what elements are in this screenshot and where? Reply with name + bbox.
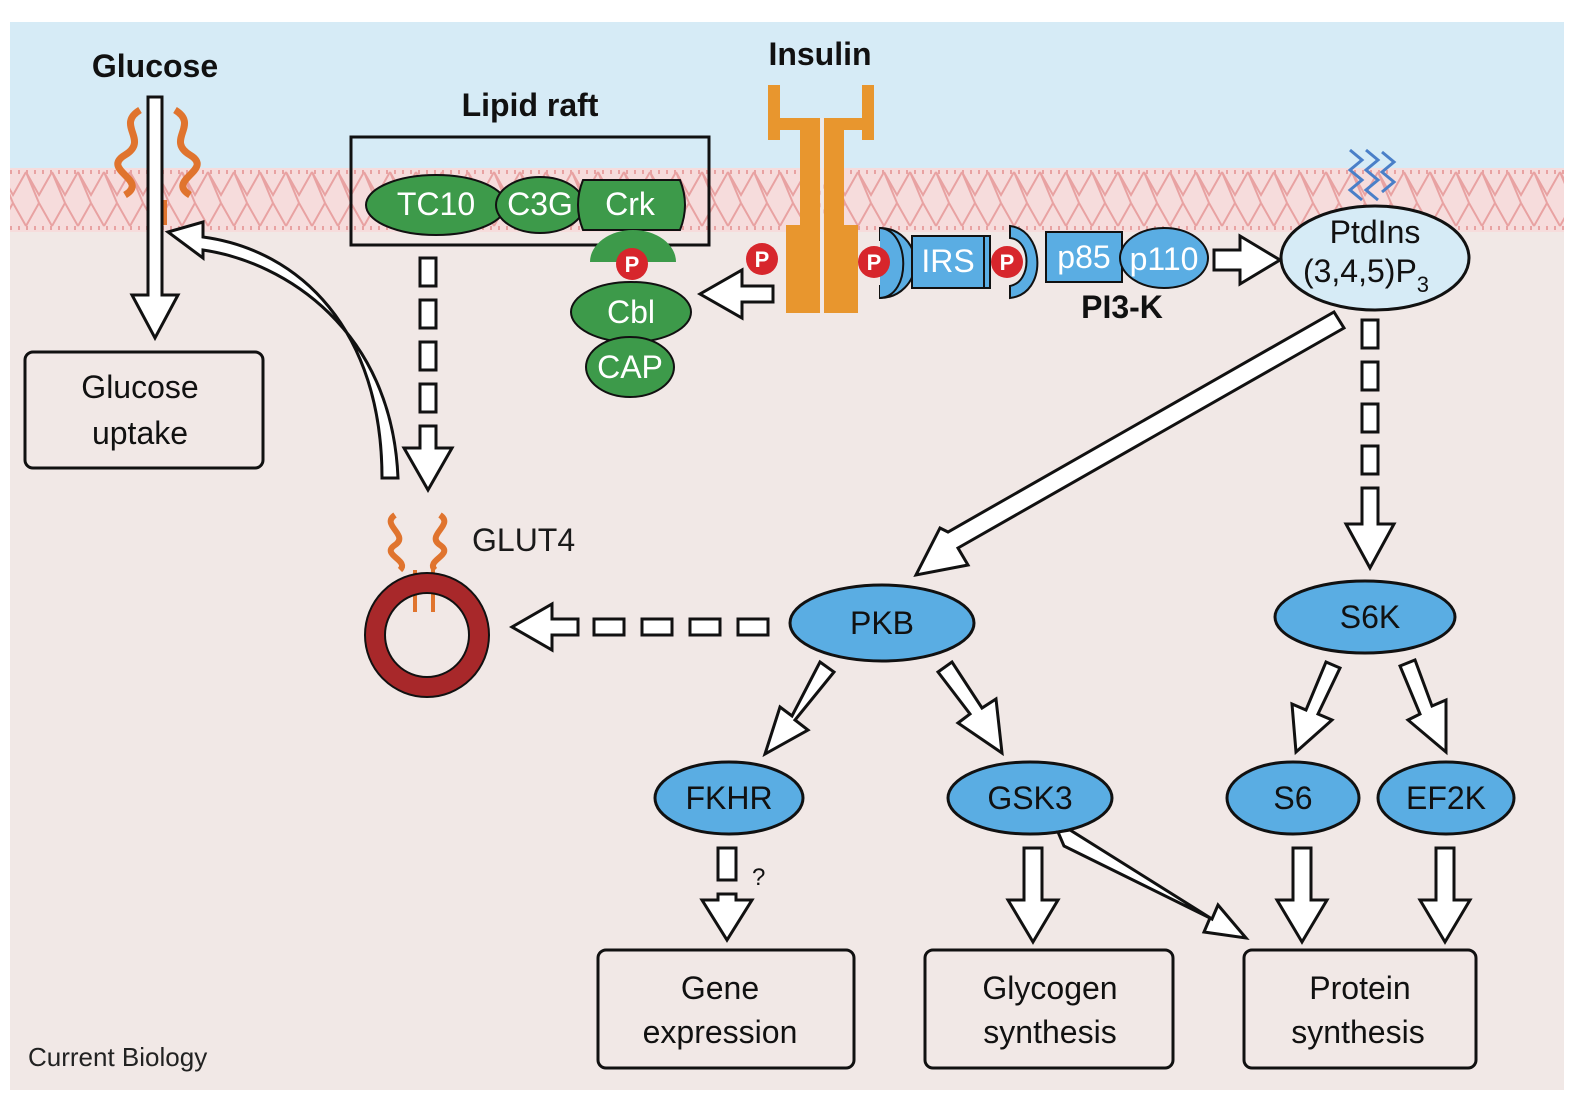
pi3k-label: PI3-K <box>1081 289 1163 325</box>
ptdins-to-pkb-arrow <box>913 309 1347 578</box>
phospho-cbl-label: P <box>625 252 640 277</box>
insulin-label: Insulin <box>768 36 871 72</box>
pkb-to-gsk3-arrow <box>935 659 1004 757</box>
pkb-to-fkhr-arrow <box>762 659 837 758</box>
glucose-uptake-box <box>23 350 265 470</box>
cap-protein <box>585 336 675 398</box>
glucose-transporter <box>114 107 201 198</box>
gsk3-node <box>946 760 1114 836</box>
phospho-p85-label: P <box>1000 250 1015 275</box>
protein-synthesis-line2: synthesis <box>1291 1014 1424 1050</box>
glucose-label: Glucose <box>92 48 218 84</box>
fkhr-to-gene-expression-arrow <box>699 846 755 943</box>
p85-protein <box>1045 231 1123 283</box>
p85-label: p85 <box>1057 239 1110 275</box>
ptdins-line2: (3,4,5)P3 <box>1303 253 1429 297</box>
pi3k-to-ptdins-arrow <box>1212 233 1283 287</box>
s6k-to-ef2k-arrow <box>1398 658 1448 756</box>
protein-synthesis-line1: Protein <box>1309 970 1410 1006</box>
gsk3-to-protein-arrow <box>1055 828 1250 941</box>
irs-protein <box>911 235 985 289</box>
p110-protein <box>1119 227 1209 289</box>
glut4-vesicle <box>365 573 489 697</box>
phospho-cbl <box>616 248 648 280</box>
pkb-to-glut4-dashed-arrow <box>508 601 770 653</box>
phospho-receptor <box>746 243 778 275</box>
phospho-receptor-label: P <box>755 247 770 272</box>
pkb-node <box>788 583 976 663</box>
phospho-irs <box>858 246 890 278</box>
ptdins-line1: PtdIns <box>1330 214 1421 250</box>
s6-to-protein-arrow <box>1274 846 1330 945</box>
glycogen-synthesis-box <box>923 948 1175 1070</box>
s6-label: S6 <box>1273 780 1312 816</box>
gsk3-to-glycogen-arrow <box>1005 846 1061 945</box>
ptdins-node <box>1279 204 1471 312</box>
cap-label: CAP <box>597 349 663 385</box>
c3g-label: C3G <box>507 186 573 222</box>
s6-node <box>1225 760 1361 836</box>
glut4-transporter <box>387 512 448 573</box>
gsk3-label: GSK3 <box>987 780 1072 816</box>
p110-label: p110 <box>1130 241 1199 277</box>
crk-protein <box>577 179 686 231</box>
insulin-receptor <box>768 85 874 313</box>
raft-to-glut4-dashed-arrow <box>401 256 455 494</box>
fkhr-node <box>653 760 805 836</box>
protein-synthesis-box <box>1242 948 1478 1070</box>
glycogen-synthesis-line2: synthesis <box>983 1014 1116 1050</box>
glucose-entry-arrow <box>129 95 181 342</box>
glut4-translocation-arrow <box>164 220 400 480</box>
irs-label: IRS <box>921 243 974 279</box>
fkhr-label: FKHR <box>685 780 772 816</box>
tc10-label: TC10 <box>397 186 475 222</box>
lipid-raft-box <box>349 135 711 247</box>
cytoplasm <box>10 228 1564 1090</box>
ef2k-to-protein-arrow <box>1417 846 1473 945</box>
phospho-p85 <box>991 246 1023 278</box>
irs-arc-left <box>879 227 905 299</box>
glucose-uptake-line2: uptake <box>92 415 188 451</box>
cbl-docking-cap <box>590 230 676 262</box>
glut4-label: GLUT4 <box>472 522 575 558</box>
gene-expression-line2: expression <box>643 1014 798 1050</box>
cbl-label: Cbl <box>607 294 655 330</box>
phospho-irs-label: P <box>867 250 882 275</box>
extracellular-space <box>10 22 1564 172</box>
ef2k-label: EF2K <box>1406 780 1486 816</box>
glucose-uptake-line1: Glucose <box>81 369 198 405</box>
s6k-label: S6K <box>1340 599 1400 635</box>
gene-expression-box <box>596 948 856 1070</box>
glycogen-synthesis-line1: Glycogen <box>982 970 1117 1006</box>
pkb-label: PKB <box>850 605 914 641</box>
ef2k-node <box>1376 760 1516 836</box>
p85-binding-arc <box>1009 224 1039 300</box>
ptdins-to-s6k-dashed-arrow <box>1343 318 1397 572</box>
receptor-to-cbl-arrow <box>696 267 775 321</box>
ptdins-lipid-tails <box>1347 148 1397 202</box>
journal-credit: Current Biology <box>28 1042 207 1072</box>
gene-expression-line1: Gene <box>681 970 759 1006</box>
lipid-raft-label: Lipid raft <box>462 87 599 123</box>
s6k-node <box>1273 579 1457 655</box>
crk-label: Crk <box>605 186 656 222</box>
s6k-to-s6-arrow <box>1290 660 1343 756</box>
uncertain-mark: ? <box>752 864 765 891</box>
